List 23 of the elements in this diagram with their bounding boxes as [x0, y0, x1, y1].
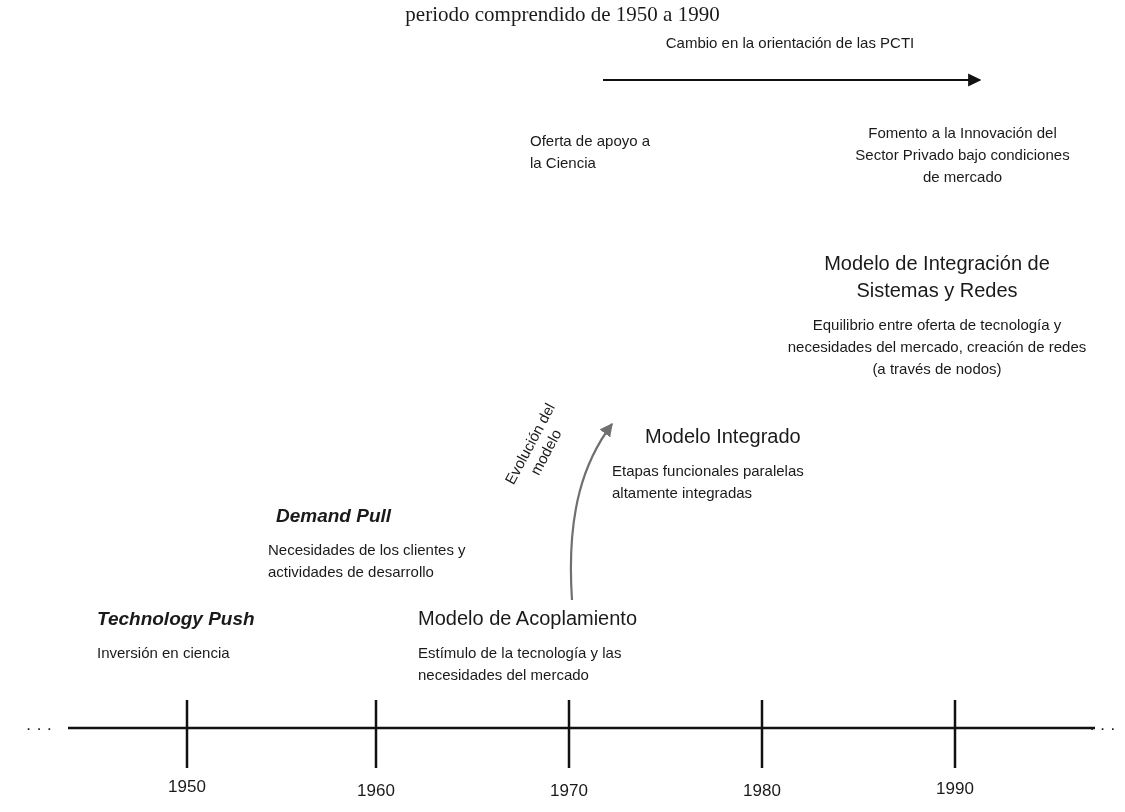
model-heading: Modelo Integrado — [645, 424, 801, 449]
arrow — [603, 73, 982, 87]
description-text: Necesidades de los clientes y actividades de desarrollo — [268, 540, 467, 582]
description-text: Estímulo de la tecnología y las necesidades del mercado — [418, 643, 623, 685]
year-label: 1950 — [167, 776, 207, 798]
year-label: 1980 — [742, 780, 782, 802]
continuation-dots: · · · — [24, 718, 54, 740]
model-heading: Technology Push — [97, 607, 255, 631]
text-label: Fomento a la Innovación del Sector Privado bajo condiciones de mercado — [845, 122, 1080, 188]
year-label: 1990 — [935, 778, 975, 800]
description-text: Equilibrio entre oferta de tecnología y necesidades del mercado, creación de redes (a través de nodos) — [786, 315, 1088, 379]
continuation-dots: · · · — [1088, 718, 1117, 740]
text-label: Oferta de apoyo a la Ciencia — [530, 130, 660, 174]
arrow — [569, 422, 613, 601]
year-label: 1970 — [549, 780, 589, 802]
year-label: 1960 — [356, 780, 396, 802]
title: periodo comprendido de 1950 a 1990 — [404, 2, 721, 27]
model-heading: Modelo de Acoplamiento — [418, 606, 638, 631]
model-heading: Modelo de Integración de Sistemas y Redes — [823, 251, 1051, 303]
description-text: Etapas funcionales paralelas altamente integradas — [612, 461, 805, 503]
model-heading: Demand Pull — [276, 504, 392, 528]
edge-label: Cambio en la orientación de las PCTI — [664, 33, 916, 53]
description-text: Inversión en ciencia — [97, 643, 231, 663]
